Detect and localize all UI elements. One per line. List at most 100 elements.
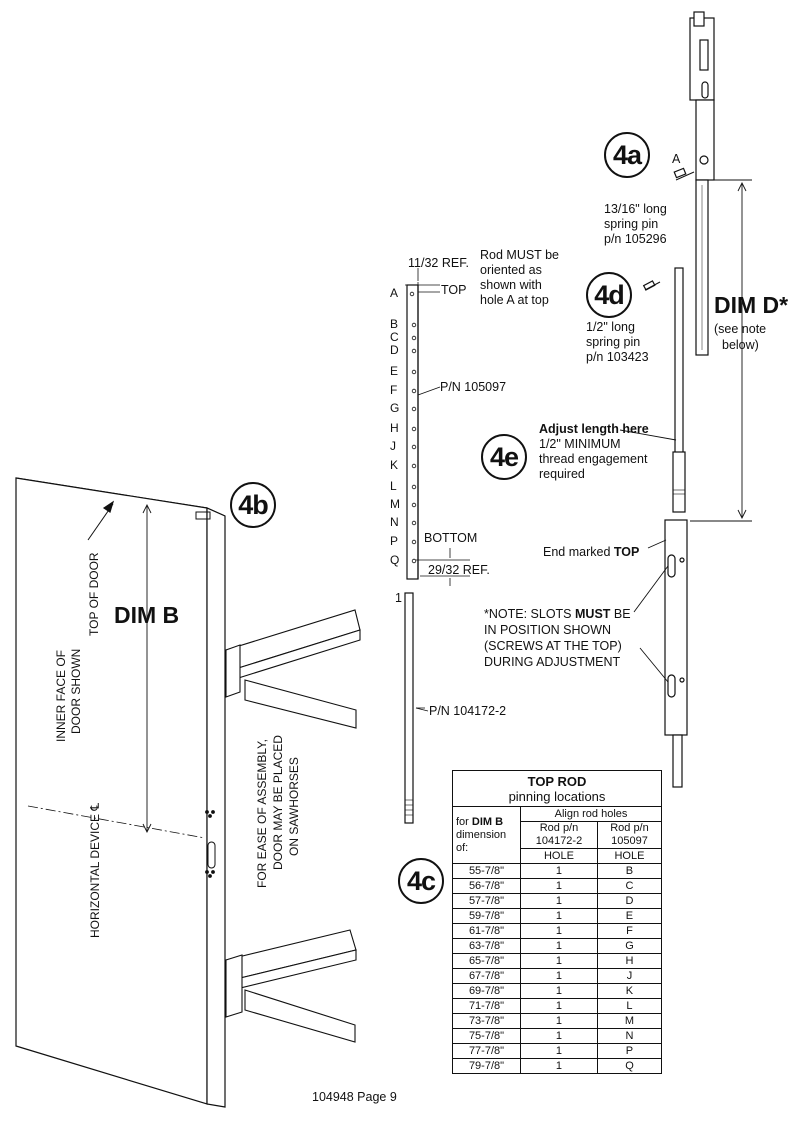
table-cell-h1: 1 [520,1013,598,1029]
hole-letter: B [390,317,399,331]
rod-hole [411,463,417,469]
table-cell-h1: 1 [520,938,598,954]
table-cell-h1: 1 [520,968,598,984]
table-cell-h2: P [596,1043,663,1059]
hole-letter: F [390,383,398,397]
table-cell-h1: 1 [520,893,598,909]
adjust-line2: thread engagement [539,452,648,466]
slots-note-line3: (SCREWS AT THE TOP) [484,639,622,653]
table-title: TOP ROD [527,774,587,789]
hole-letter: G [390,401,400,415]
table-cell-h2: D [596,893,663,909]
table-cell-h2: K [596,983,663,999]
table-cell-h1: 1 [520,1043,598,1059]
hole-letter: E [390,364,399,378]
rod-104172 [404,592,425,824]
table-cell-dim: 73-7/8" [452,1013,521,1029]
table-cell-dim: 79-7/8" [452,1058,521,1074]
rod-orient-2: oriented as [480,263,542,277]
hole-letter: J [390,439,396,453]
horizontal-device-label: HORIZONTAL DEVICE ℄ [88,802,102,938]
col1-header-b: 104172-2 [535,835,583,847]
leader-lines [415,386,677,712]
pin-4d-line2: spring pin [586,335,641,349]
inner-face-line2: DOOR SHOWN [69,648,83,734]
rod-orient-3: shown with [480,278,542,292]
table-cell-h2: E [596,908,663,924]
table-cell-h2: B [596,863,663,879]
end-marked-text: End marked [543,545,614,559]
note-part-a: *NOTE: SLOTS [484,607,575,621]
hole-one-label: 1 [395,591,402,605]
table-cell-dim: 56-7/8" [452,878,521,894]
hole-letter: D [390,343,399,357]
col2-header-a: Rod p/n [610,822,649,834]
rod-hole [411,348,417,354]
end-marked-label: End marked TOP [543,545,639,560]
step-4c-badge: 4c [398,858,444,904]
rod-holes [409,291,417,564]
hole-letter: C [390,330,399,344]
table-cell-h1: 1 [520,998,598,1014]
rod-105097 [405,268,470,586]
table-cell-h1: 1 [520,953,598,969]
rod-hole [409,291,415,297]
pin-4a-line2: spring pin [604,217,659,231]
step-4a-badge: 4a [604,132,650,178]
sawhorse-line2: DOOR MAY BE PLACED [271,735,285,870]
table-cell-h1: 1 [520,983,598,999]
table-cell-h2: C [596,878,663,894]
dim-b-header-dim: dimension [456,828,507,841]
sawhorse-upper [225,609,361,729]
table-cell-h2: Q [596,1058,663,1074]
table-cell-h2: H [596,953,663,969]
sawhorse-lower [225,929,357,1043]
dim-d-line [690,179,752,522]
sawhorse-line1: FOR EASE OF ASSEMBLY, [255,739,269,888]
table-cell-dim: 57-7/8" [452,893,521,909]
table-cell-dim: 67-7/8" [452,968,521,984]
rod-hole [411,322,417,328]
dim-d-note-1: (see note [714,322,767,336]
note-part-c: BE [610,607,631,621]
table-cell-h1: 1 [520,863,598,879]
hole-a-marker: A [672,152,681,166]
pin-4a-line1: 13/16" long [604,202,667,216]
table-cell-h1: 1 [520,908,598,924]
hole-header-1: HOLE [520,848,598,864]
dim-b-header-of: of: [456,841,469,854]
align-header: Align rod holes [520,806,662,822]
step-4d-badge: 4d [586,272,632,318]
rod-orient-4: hole A at top [480,293,549,307]
ref-top-label: 11/32 REF. [408,256,469,270]
note-part-b: MUST [575,607,611,621]
pn-104172-label: P/N 104172-2 [429,704,507,718]
hole-letter: L [390,479,397,493]
hole-letter: P [390,534,399,548]
rod-hole [411,406,417,412]
pin-4d-line3: p/n 103423 [586,350,649,364]
hole-letter: Q [390,553,400,567]
rod-hole [411,444,417,450]
sawhorse-line3: ON SAWHORSES [287,757,301,856]
table-cell-dim: 75-7/8" [452,1028,521,1044]
hole-header-2: HOLE [596,848,663,864]
table-cell-dim: 55-7/8" [452,863,521,879]
pin-4a-line3: p/n 105296 [604,232,667,246]
rod-orient-1: Rod MUST be [480,248,559,262]
page-footer: 104948 Page 9 [312,1090,397,1104]
table-cell-dim: 65-7/8" [452,953,521,969]
table-cell-h1: 1 [520,923,598,939]
col2-header-b: 105097 [611,835,648,847]
top-word: TOP [441,283,467,297]
step-4b-badge: 4b [230,482,276,528]
rod-hole [411,558,417,564]
